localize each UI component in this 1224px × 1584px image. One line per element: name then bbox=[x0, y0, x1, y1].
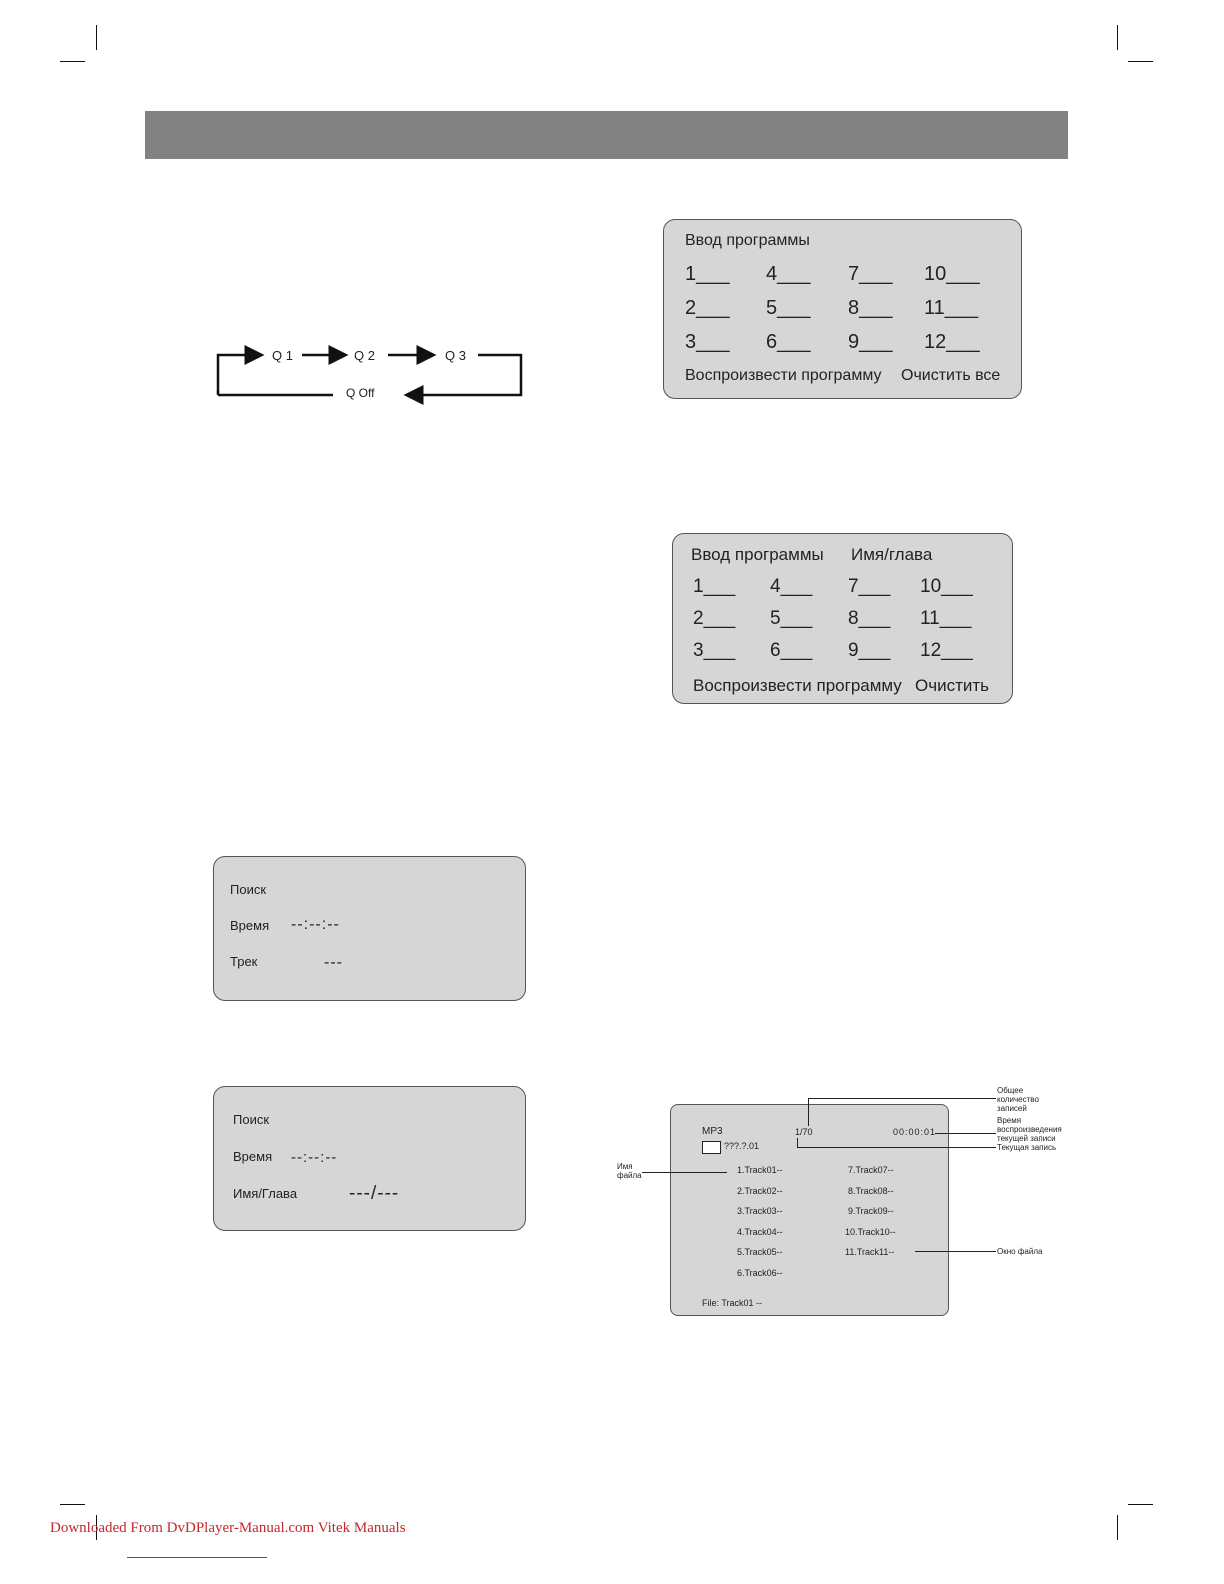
play-program-button[interactable]: Воспроизвести программу bbox=[693, 676, 902, 695]
program-slot[interactable]: 4___ bbox=[766, 263, 811, 285]
leader-line bbox=[808, 1098, 996, 1099]
program-slot[interactable]: 1___ bbox=[693, 576, 736, 597]
program-panel-2: Ввод программы Имя/глава 1___ 4___ 7___ … bbox=[672, 533, 1013, 704]
mp3-screen: MP3 ???.?.01 1/70 00:00:01 1.Track01-- 2… bbox=[670, 1104, 949, 1316]
program-slot[interactable]: 9___ bbox=[848, 331, 893, 353]
crop-mark bbox=[60, 1504, 85, 1505]
leader-line bbox=[915, 1251, 996, 1252]
program-slot[interactable]: 2___ bbox=[685, 297, 730, 319]
footer-underline bbox=[127, 1557, 267, 1558]
crop-mark bbox=[60, 61, 85, 62]
track-item[interactable]: 5.Track05-- bbox=[737, 1247, 783, 1257]
search-title: Поиск bbox=[230, 882, 267, 897]
program-slot[interactable]: 7___ bbox=[848, 576, 891, 597]
crop-mark bbox=[1117, 1515, 1118, 1540]
loop-node-qoff: Q Off bbox=[346, 386, 375, 400]
leader-line bbox=[808, 1098, 809, 1126]
track-item[interactable]: 7.Track07-- bbox=[848, 1165, 894, 1175]
file-line: File: Track01 -- bbox=[702, 1298, 763, 1308]
program-slot[interactable]: 11___ bbox=[920, 608, 972, 629]
play-time: 00:00:01 bbox=[893, 1127, 937, 1137]
time-value[interactable]: --:--:-- bbox=[291, 916, 340, 933]
track-item[interactable]: 2.Track02-- bbox=[737, 1186, 783, 1196]
program-slot[interactable]: 10___ bbox=[920, 576, 973, 597]
loop-diagram: Q 1 Q 2 Q 3 Q Off bbox=[216, 345, 526, 407]
program-slot[interactable]: 6___ bbox=[770, 640, 813, 661]
crop-mark bbox=[1128, 61, 1153, 62]
leader-line bbox=[935, 1133, 996, 1134]
program-slot[interactable]: 10___ bbox=[924, 263, 980, 285]
format-label: MP3 bbox=[702, 1126, 723, 1137]
track-item[interactable]: 11.Track11-- bbox=[845, 1247, 895, 1257]
loop-node-q1: Q 1 bbox=[272, 348, 293, 363]
folder-name: ???.?.01 bbox=[724, 1141, 760, 1151]
track-item[interactable]: 8.Track08-- bbox=[848, 1186, 894, 1196]
program-slot[interactable]: 12___ bbox=[924, 331, 980, 353]
program-slot[interactable]: 8___ bbox=[848, 297, 893, 319]
program-slot[interactable]: 7___ bbox=[848, 263, 893, 285]
track-counter: 1/70 bbox=[795, 1127, 813, 1137]
track-label: Трек bbox=[230, 954, 258, 969]
loop-node-q3: Q 3 bbox=[445, 348, 466, 363]
annotation-file-window: Окно файла bbox=[997, 1247, 1043, 1256]
loop-arrows bbox=[216, 345, 523, 405]
track-item[interactable]: 1.Track01-- bbox=[737, 1165, 783, 1175]
leader-line bbox=[642, 1172, 727, 1173]
crop-mark bbox=[1128, 1504, 1153, 1505]
program-slot[interactable]: 11___ bbox=[924, 297, 979, 319]
program-slot[interactable]: 5___ bbox=[766, 297, 811, 319]
leader-line bbox=[797, 1138, 798, 1148]
footer-link[interactable]: Downloaded From DvDPlayer-Manual.com Vit… bbox=[50, 1520, 406, 1536]
program-slot[interactable]: 2___ bbox=[693, 608, 736, 629]
program-slot[interactable]: 6___ bbox=[766, 331, 811, 353]
annotation-file-name: Имя файла bbox=[617, 1162, 642, 1180]
program-slot[interactable]: 5___ bbox=[770, 608, 813, 629]
annotation-current-track: Текущая запись bbox=[997, 1143, 1057, 1152]
annotation-play-time: Время воспроизведения текущей записи bbox=[997, 1116, 1062, 1143]
track-item[interactable]: 6.Track06-- bbox=[737, 1268, 783, 1278]
program-slot[interactable]: 8___ bbox=[848, 608, 891, 629]
chapter-label: Имя/Глава bbox=[233, 1186, 298, 1201]
track-item[interactable]: 3.Track03-- bbox=[737, 1206, 783, 1216]
loop-node-q2: Q 2 bbox=[354, 348, 375, 363]
chapter-value[interactable]: ---/--- bbox=[349, 1183, 400, 1204]
clear-button[interactable]: Очистить bbox=[915, 676, 990, 695]
program-title: Ввод программы bbox=[691, 545, 824, 564]
program-slot[interactable]: 4___ bbox=[770, 576, 813, 597]
program-slot[interactable]: 9___ bbox=[848, 640, 891, 661]
program-panel-1: Ввод программы 1___ 4___ 7___ 10___ 2___… bbox=[663, 219, 1022, 399]
search-panel-1: Поиск Время --:--:-- Трек --- bbox=[213, 856, 526, 1001]
program-slot[interactable]: 12___ bbox=[920, 640, 973, 661]
program-slot[interactable]: 3___ bbox=[685, 331, 730, 353]
program-title: Ввод программы bbox=[685, 232, 810, 249]
program-slot[interactable]: 1___ bbox=[685, 263, 730, 285]
time-label: Время bbox=[230, 918, 270, 933]
crop-mark bbox=[96, 1515, 97, 1540]
program-subtitle: Имя/глава bbox=[851, 545, 933, 564]
time-value[interactable]: --:--:-- bbox=[291, 1149, 338, 1166]
search-panel-2: Поиск Время --:--:-- Имя/Глава ---/--- bbox=[213, 1086, 526, 1231]
track-item[interactable]: 9.Track09-- bbox=[848, 1206, 894, 1216]
clear-all-button[interactable]: Очистить все bbox=[901, 367, 1001, 384]
program-slot[interactable]: 3___ bbox=[693, 640, 736, 661]
track-item[interactable]: 4.Track04-- bbox=[737, 1227, 783, 1237]
time-label: Время bbox=[233, 1149, 273, 1164]
annotation-total-tracks: Общее количество записей bbox=[997, 1086, 1039, 1113]
leader-line bbox=[797, 1147, 996, 1148]
folder-icon bbox=[702, 1141, 721, 1154]
crop-mark bbox=[1117, 25, 1118, 50]
track-value[interactable]: --- bbox=[324, 954, 343, 971]
crop-mark bbox=[96, 25, 97, 50]
search-title: Поиск bbox=[233, 1112, 270, 1127]
header-bar bbox=[145, 111, 1068, 159]
track-item[interactable]: 10.Track10-- bbox=[845, 1227, 896, 1237]
play-program-button[interactable]: Воспроизвести программу bbox=[685, 367, 882, 384]
